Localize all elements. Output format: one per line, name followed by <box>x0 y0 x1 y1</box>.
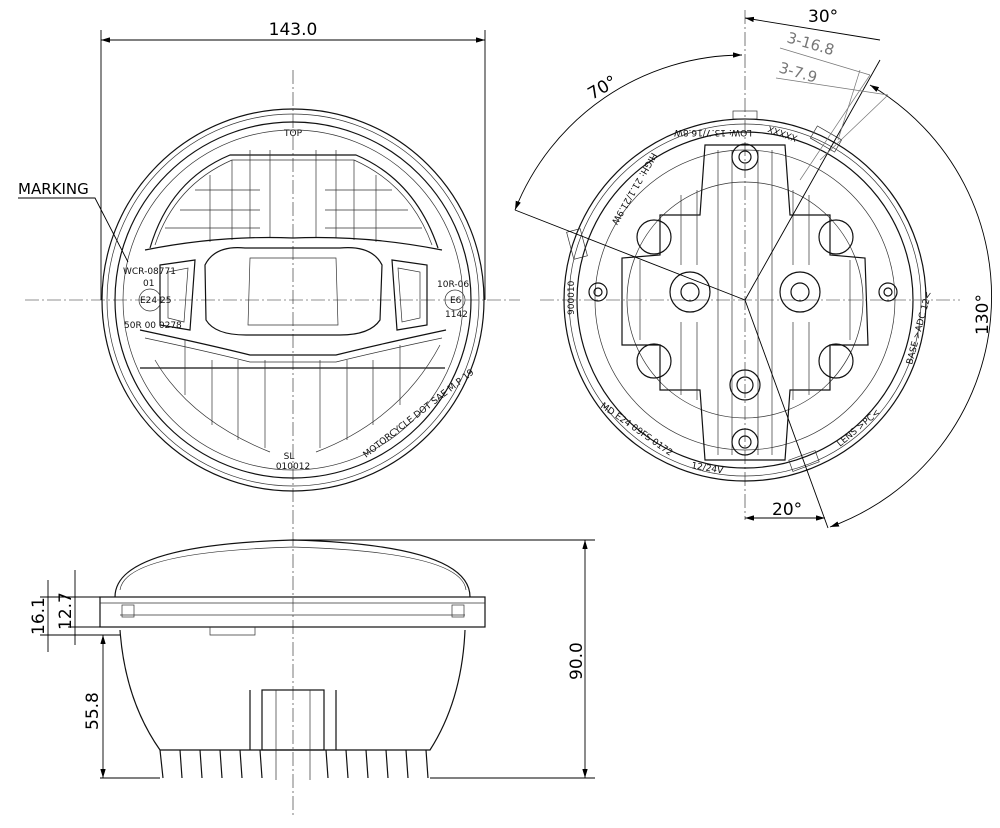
mounting-bosses <box>588 143 898 456</box>
marking-text: 01 <box>143 279 154 289</box>
angle-70-arc <box>514 52 743 211</box>
side-view: 90.0 55.8 16.1 12.7 <box>29 539 595 780</box>
ring-text-low: LOW: 13.7/16.8W <box>674 127 752 137</box>
rear-view: 30° 70° 130° 20° 3-16.8 3-7.9 LOW: 13.7/… <box>514 7 993 529</box>
ring-text-high: HIGH: 21.1/21.9W <box>609 151 658 226</box>
angle-right-label: 130° <box>973 294 993 335</box>
angle-130-arc <box>829 84 993 528</box>
marking-text: 10R-06 <box>437 280 469 290</box>
height-dimension: 90.0 <box>567 642 587 680</box>
body-dimension: 55.8 <box>83 692 103 730</box>
top-label: TOP <box>283 129 303 139</box>
angle-top-label: 30° <box>808 7 838 27</box>
angle-left-label: 70° <box>585 72 621 104</box>
marking-text: 010012 <box>276 462 310 472</box>
flange-dimension-2: 12.7 <box>56 592 76 630</box>
ring-text-md: MD E24 09FS 0172 <box>598 401 674 458</box>
marking-text: WCR-08771 <box>123 267 176 277</box>
flange-dimension-1: 16.1 <box>29 597 49 635</box>
marking-text: E24 25 <box>140 296 171 306</box>
ring-text-serial: 900010 <box>567 280 577 315</box>
e-mark-circle <box>138 288 162 312</box>
angle-30-dimension <box>744 16 881 41</box>
heatsink-fins <box>159 690 429 779</box>
hole-spec-1: 3-16.8 <box>785 29 836 60</box>
ring-text-base: BASE >ADC 12< <box>905 290 934 365</box>
marking-label: MARKING <box>18 180 89 198</box>
marking-text: SL <box>284 452 295 462</box>
marking-leader <box>18 197 129 263</box>
marking-text: E6 <box>450 296 462 306</box>
hole-spec-2: 3-7.9 <box>777 59 819 87</box>
marking-text: 50R 00 0278 <box>124 321 182 331</box>
angle-bottom-label: 20° <box>772 500 802 520</box>
marking-text: 1142 <box>445 310 468 320</box>
width-dimension: 143.0 <box>269 20 318 40</box>
arc-marking-text: MOTORCYCLE DOT SAE M.P 19 <box>362 368 477 461</box>
e-mark-circle <box>444 289 466 311</box>
